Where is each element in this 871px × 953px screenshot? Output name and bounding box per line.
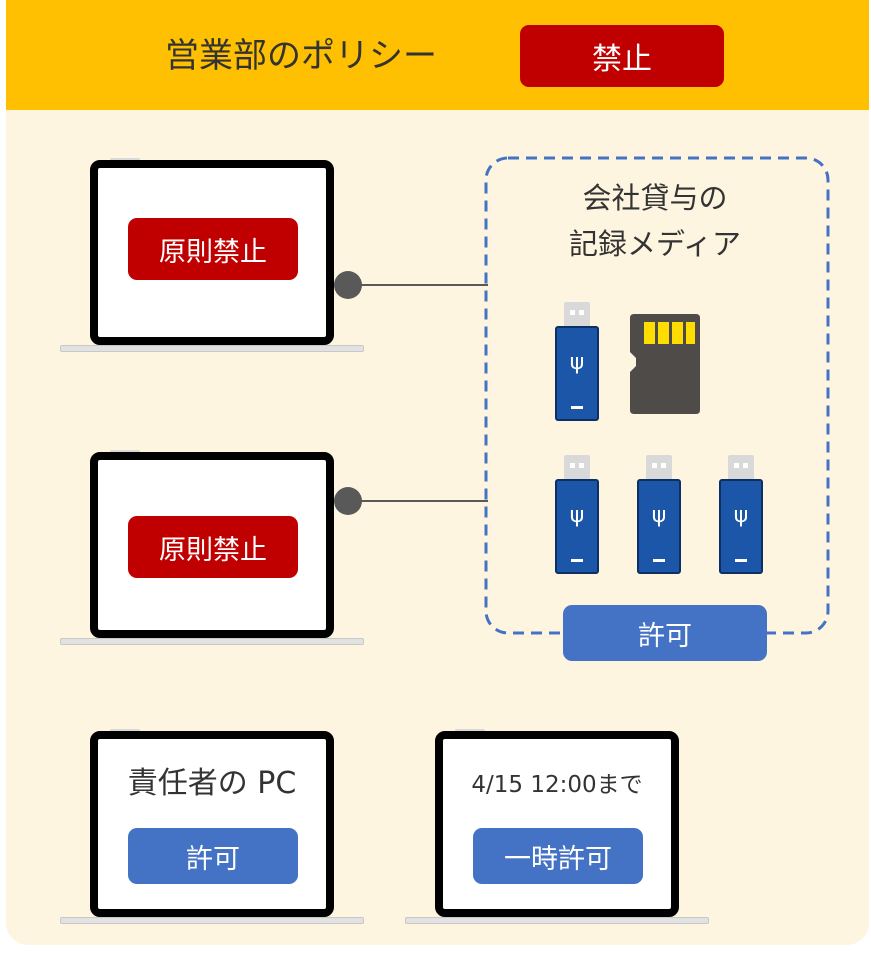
temp-pc-status-badge: 一時許可 xyxy=(473,828,643,884)
usb-connector xyxy=(646,455,672,479)
usb-symbol-icon: ψ xyxy=(733,503,749,528)
laptop-base xyxy=(60,917,364,924)
laptop-camera xyxy=(455,729,485,732)
laptop-camera xyxy=(110,729,140,732)
microsd-card-icon xyxy=(630,314,700,414)
media-label-line-1: 会社貸与の xyxy=(582,181,728,215)
laptop-2-status-badge: 原則禁止 xyxy=(128,516,298,578)
manager-pc-status-badge: 許可 xyxy=(128,828,298,884)
laptop-icon xyxy=(435,731,679,917)
laptop-1-status-badge: 原則禁止 xyxy=(128,218,298,280)
usb-drive-icon: ψ xyxy=(555,326,599,421)
usb-symbol-icon: ψ xyxy=(569,350,585,375)
connector-line xyxy=(348,284,488,286)
page-title: 営業部のポリシー xyxy=(165,36,437,76)
laptop-base xyxy=(60,345,364,352)
usb-connector xyxy=(564,302,590,326)
laptop-base xyxy=(60,638,364,645)
usb-drive-icon: ψ xyxy=(637,479,681,574)
media-group-status-badge: 許可 xyxy=(563,605,767,661)
media-group-label: 会社貸与の 記録メディア xyxy=(540,175,770,267)
usb-connector xyxy=(728,455,754,479)
header-bar xyxy=(6,0,869,110)
manager-pc-label: 責任者の PC xyxy=(127,766,297,801)
usb-drive-icon: ψ xyxy=(719,479,763,574)
policy-status-badge: 禁止 xyxy=(520,25,724,87)
usb-connector xyxy=(564,455,590,479)
temp-pc-label: 4/15 12:00まで xyxy=(471,772,643,798)
usb-symbol-icon: ψ xyxy=(569,503,585,528)
laptop-base xyxy=(405,917,709,924)
laptop-icon xyxy=(90,731,334,917)
connector-line xyxy=(348,500,488,502)
usb-symbol-icon: ψ xyxy=(651,503,667,528)
usb-drive-icon: ψ xyxy=(555,479,599,574)
laptop-camera xyxy=(110,450,140,453)
media-label-line-2: 記録メディア xyxy=(569,227,741,261)
laptop-camera xyxy=(110,158,140,161)
